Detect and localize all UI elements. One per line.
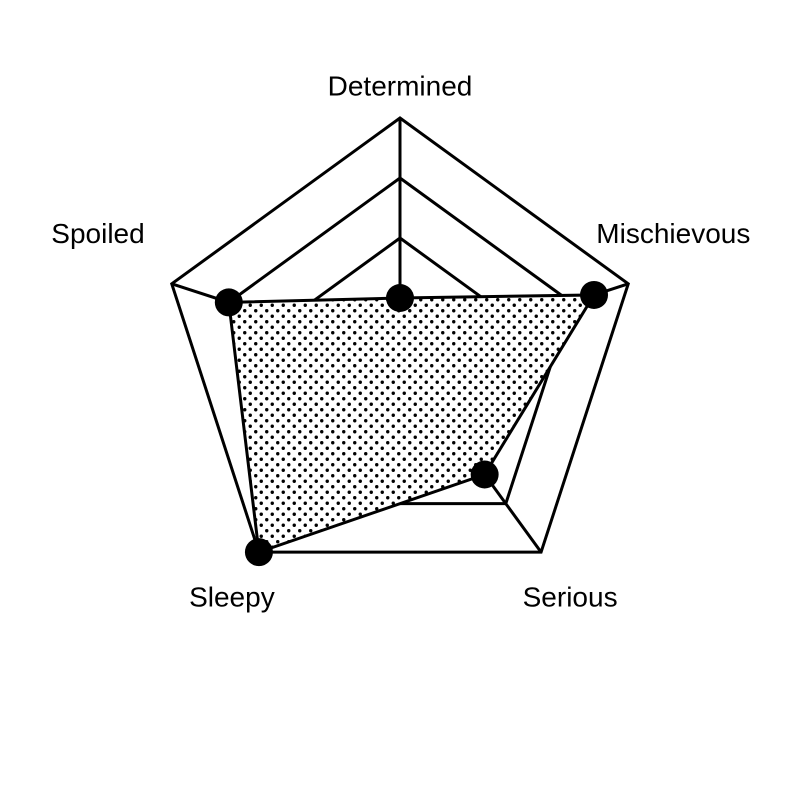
data-point-spoiled — [214, 288, 243, 317]
data-point-mischievous — [580, 280, 609, 309]
axis-label-serious: Serious — [523, 582, 618, 613]
axis-label-spoiled: Spoiled — [51, 218, 144, 249]
data-point-determined — [386, 284, 414, 312]
axis-label-mischievous: Mischievous — [596, 218, 750, 249]
axis-label-sleepy: Sleepy — [189, 582, 275, 613]
axis-label-determined: Determined — [328, 70, 473, 101]
data-point-sleepy — [244, 538, 273, 567]
grid-ring-4 — [169, 116, 631, 554]
data-point-serious — [470, 460, 499, 489]
series-area — [227, 293, 597, 555]
data-series — [214, 280, 609, 567]
